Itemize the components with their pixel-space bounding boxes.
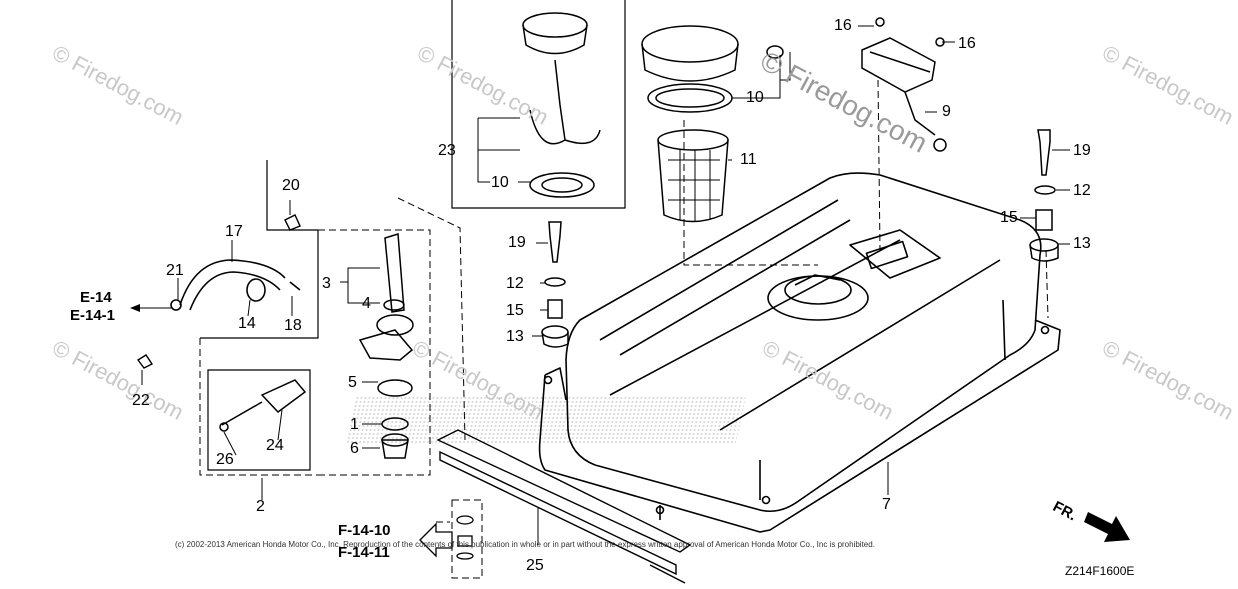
fuel-gauge-9 — [861, 17, 947, 152]
ref-e-14-1[interactable]: E-14-1 — [70, 307, 116, 324]
frame-lines — [200, 0, 626, 471]
callout-13: 13 — [1073, 235, 1091, 252]
mount-hardware-bottom — [456, 515, 474, 560]
callout-15: 15 — [1000, 209, 1018, 226]
callout-10: 10 — [746, 89, 764, 106]
callout-11: 11 — [740, 151, 757, 168]
copyright-notice: (c) 2002-2013 American Honda Motor Co., … — [175, 540, 875, 549]
fuel-cap-23 — [522, 12, 601, 198]
callout-6: 6 — [350, 440, 359, 457]
callout-4: 4 — [362, 295, 371, 312]
clips-20-22 — [136, 214, 301, 369]
parts-diagram — [130, 0, 1130, 584]
callout-12: 12 — [1073, 182, 1091, 199]
f14-ref-arrow — [419, 522, 453, 558]
callout-16: 16 — [958, 35, 976, 52]
mount-hardware-left — [541, 221, 569, 348]
ref-e-14[interactable]: E-14 — [80, 289, 112, 306]
callout-17: 17 — [225, 223, 243, 240]
callout-20: 20 — [282, 177, 300, 194]
callout-21: 21 — [166, 262, 184, 279]
callout-3: 3 — [322, 275, 331, 292]
fuel-tank — [538, 172, 1061, 533]
fuel-tube-17 — [170, 259, 301, 311]
group-outlines — [199, 79, 1049, 579]
callout-25: 25 — [526, 557, 544, 574]
callout-23: 23 — [438, 142, 456, 159]
callout-19: 19 — [508, 234, 526, 251]
callout-1: 1 — [350, 416, 359, 433]
protector-strip — [436, 429, 692, 584]
figure-code: Z214F1600E — [1065, 564, 1135, 578]
callout-2: 2 — [256, 498, 265, 515]
fuel-strainer-11 — [657, 129, 729, 223]
callout-14: 14 — [238, 315, 256, 332]
callout-16: 16 — [834, 17, 852, 34]
ref-f-14-10[interactable]: F-14-10 — [338, 522, 391, 539]
fr-direction-arrow — [1084, 512, 1130, 542]
callout-24: 24 — [266, 437, 284, 454]
ref-f-14-11[interactable]: F-14-11 — [338, 544, 390, 561]
leader-lines — [132, 25, 1070, 545]
callout-7: 7 — [882, 496, 891, 513]
callout-13: 13 — [506, 328, 524, 345]
callout-9: 9 — [942, 103, 951, 120]
callout-5: 5 — [348, 374, 357, 391]
callout-10: 10 — [491, 174, 509, 191]
callout-12: 12 — [506, 275, 524, 292]
callout-22: 22 — [132, 392, 150, 409]
arrowheads — [130, 304, 140, 312]
callout-15: 15 — [506, 302, 524, 319]
drain-screw-24-26 — [219, 379, 307, 432]
honda-logo-watermark — [345, 395, 747, 445]
callout-19: 19 — [1073, 142, 1091, 159]
mount-hardware-right — [1029, 129, 1059, 262]
callout-18: 18 — [284, 317, 302, 334]
callout-26: 26 — [216, 451, 234, 468]
